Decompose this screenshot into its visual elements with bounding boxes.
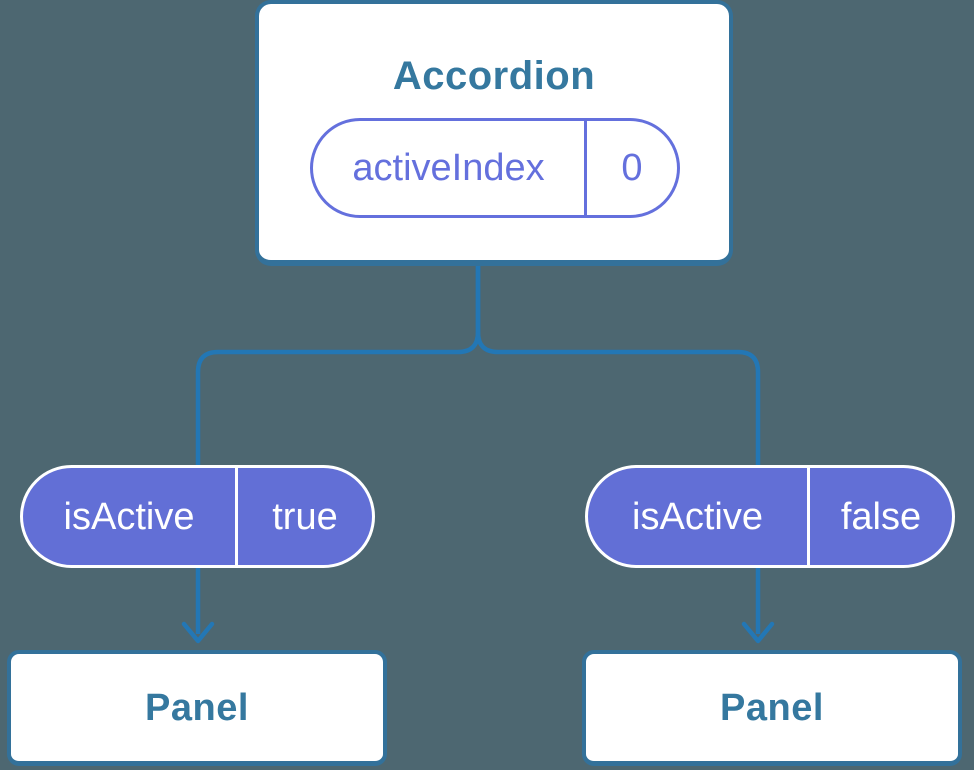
panel-title: Panel <box>145 686 249 729</box>
prop-pill-label: isActive <box>588 468 810 565</box>
arrowhead-left-icon <box>181 621 215 644</box>
prop-pill-value: true <box>272 495 338 538</box>
prop-pill-isactive-false: isActive false <box>585 465 955 568</box>
accordion-title: Accordion <box>392 54 596 98</box>
prop-pill-label: isActive <box>23 468 238 565</box>
state-pill-label: activeIndex <box>313 121 587 215</box>
panel-component-card-left: Panel <box>7 650 387 766</box>
arrowhead-right-icon <box>741 621 775 644</box>
prop-pill-value: false <box>840 495 922 538</box>
state-pill-activeindex: activeIndex 0 <box>310 118 680 218</box>
prop-pill-isactive-true: isActive true <box>20 465 375 568</box>
connector-stem-right <box>475 262 761 634</box>
panel-title: Panel <box>720 686 824 729</box>
state-pill-value: 0 <box>621 147 643 189</box>
panel-component-card-right: Panel <box>582 650 962 766</box>
connector-stem-left <box>195 262 481 634</box>
accordion-component-card: Accordion activeIndex 0 <box>255 0 733 266</box>
